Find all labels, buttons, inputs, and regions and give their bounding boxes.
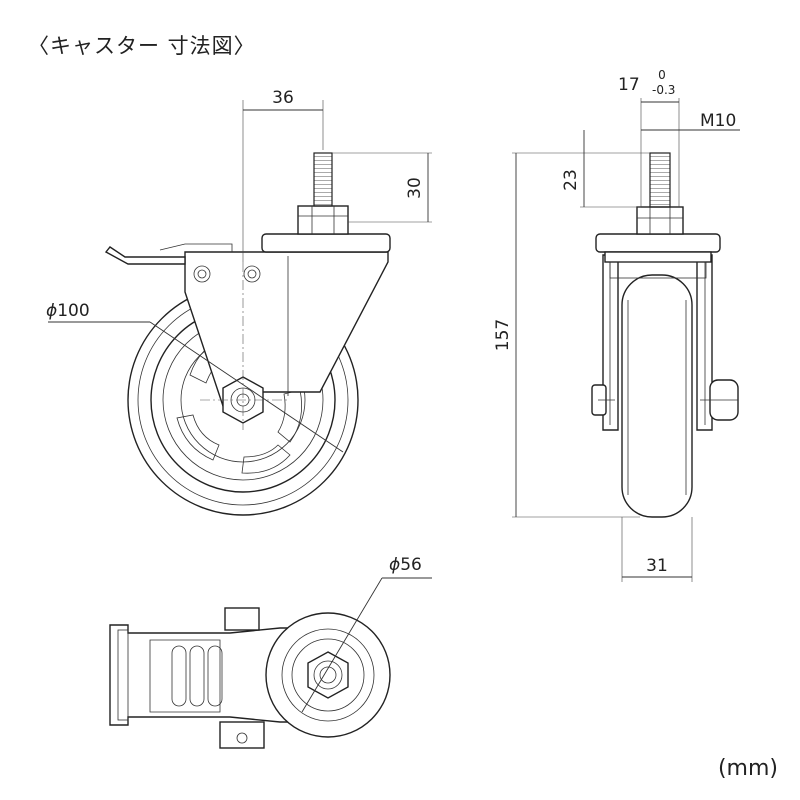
dim-wheel-diameter-label: ϕ100 bbox=[46, 301, 90, 321]
dim-tread-width-label: 31 bbox=[646, 556, 668, 576]
front-view bbox=[591, 152, 739, 518]
top-view bbox=[109, 607, 391, 749]
top-brake-slot-1 bbox=[171, 645, 187, 707]
dim-wheel-width-tol-upper: 0 bbox=[658, 68, 666, 82]
dim-stem-height-label: 23 bbox=[561, 169, 581, 191]
dim-wheel-width-label: 17 bbox=[618, 75, 640, 95]
dim-total-height-label: 157 bbox=[493, 319, 513, 351]
dim-thread-size-label: M10 bbox=[700, 111, 736, 131]
dim-hub-diameter-label: ϕ56 bbox=[389, 555, 422, 575]
front-top-plate bbox=[595, 233, 721, 253]
top-brake-slot-2 bbox=[189, 645, 205, 707]
unit-label: (mm) bbox=[717, 756, 778, 781]
top-wheel-inner bbox=[281, 628, 375, 722]
top-view-dimensions: ϕ56 bbox=[301, 555, 432, 713]
side-threaded-stem bbox=[313, 152, 333, 207]
side-brake-pedal bbox=[104, 246, 186, 265]
top-brake-slot-3 bbox=[207, 645, 223, 707]
top-hex-nut bbox=[307, 651, 349, 699]
front-wheel-tread bbox=[621, 274, 693, 518]
side-view bbox=[104, 152, 391, 516]
front-stem-nut bbox=[636, 206, 684, 235]
front-view-dimensions: 17 0 -0.3 M10 23 157 31 bbox=[493, 68, 740, 582]
side-top-plate bbox=[261, 233, 391, 253]
drawing-title: 〈キャスター 寸法図〉 bbox=[28, 34, 256, 58]
side-stem-nut bbox=[297, 205, 349, 235]
side-view-dimensions: 36 30 ϕ100 bbox=[46, 88, 432, 453]
dim-thread-length-label: 30 bbox=[405, 177, 425, 199]
dim-wheel-width-tol-lower: -0.3 bbox=[652, 83, 675, 97]
dim-offset-label: 36 bbox=[272, 88, 294, 108]
front-threaded-stem bbox=[649, 152, 671, 208]
